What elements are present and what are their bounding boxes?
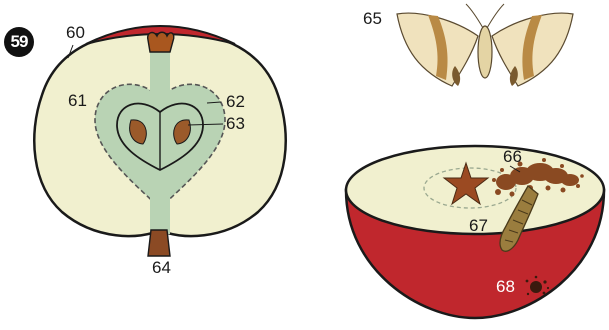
calyx bbox=[148, 32, 174, 52]
codling-moth bbox=[397, 4, 573, 86]
apple-stalk bbox=[148, 230, 170, 256]
label-66: 66 bbox=[503, 148, 522, 165]
apple-cross-section bbox=[34, 26, 285, 256]
label-67: 67 bbox=[469, 217, 488, 234]
label-62: 62 bbox=[226, 93, 245, 110]
label-60: 60 bbox=[66, 24, 85, 41]
moth-antennae bbox=[466, 4, 504, 28]
label-65: 65 bbox=[363, 10, 382, 27]
figure-number-badge: 59 bbox=[4, 27, 34, 57]
label-63: 63 bbox=[226, 115, 245, 132]
moth-body bbox=[478, 26, 492, 78]
label-68: 68 bbox=[496, 278, 515, 295]
label-64: 64 bbox=[152, 259, 171, 276]
label-61: 61 bbox=[68, 92, 87, 109]
